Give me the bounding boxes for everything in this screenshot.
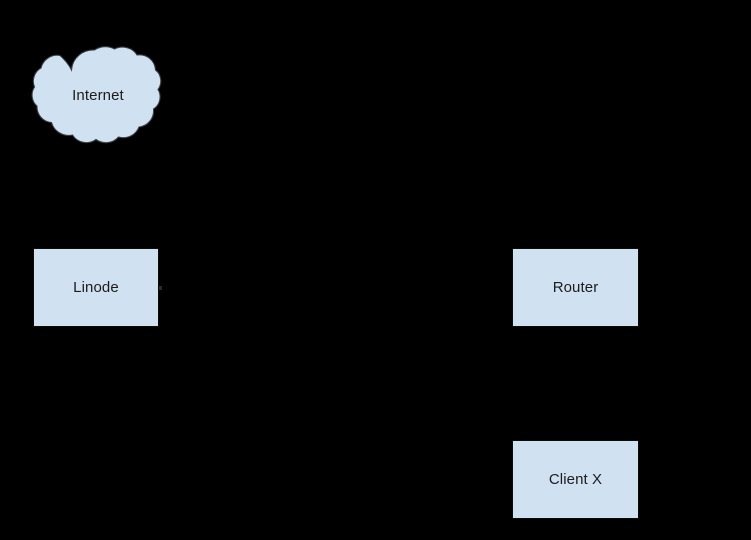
linode-connector-arrow-icon <box>159 286 162 290</box>
node-linode[interactable]: Linode <box>33 248 159 327</box>
node-router-label: Router <box>552 279 599 296</box>
node-linode-label: Linode <box>73 279 119 296</box>
node-router[interactable]: Router <box>512 248 639 327</box>
node-client-x[interactable]: Client X <box>512 440 639 519</box>
node-internet[interactable]: Internet <box>31 44 163 147</box>
node-client-x-label: Client X <box>548 471 603 488</box>
node-internet-label: Internet <box>72 87 124 104</box>
cloud-icon <box>31 46 162 144</box>
